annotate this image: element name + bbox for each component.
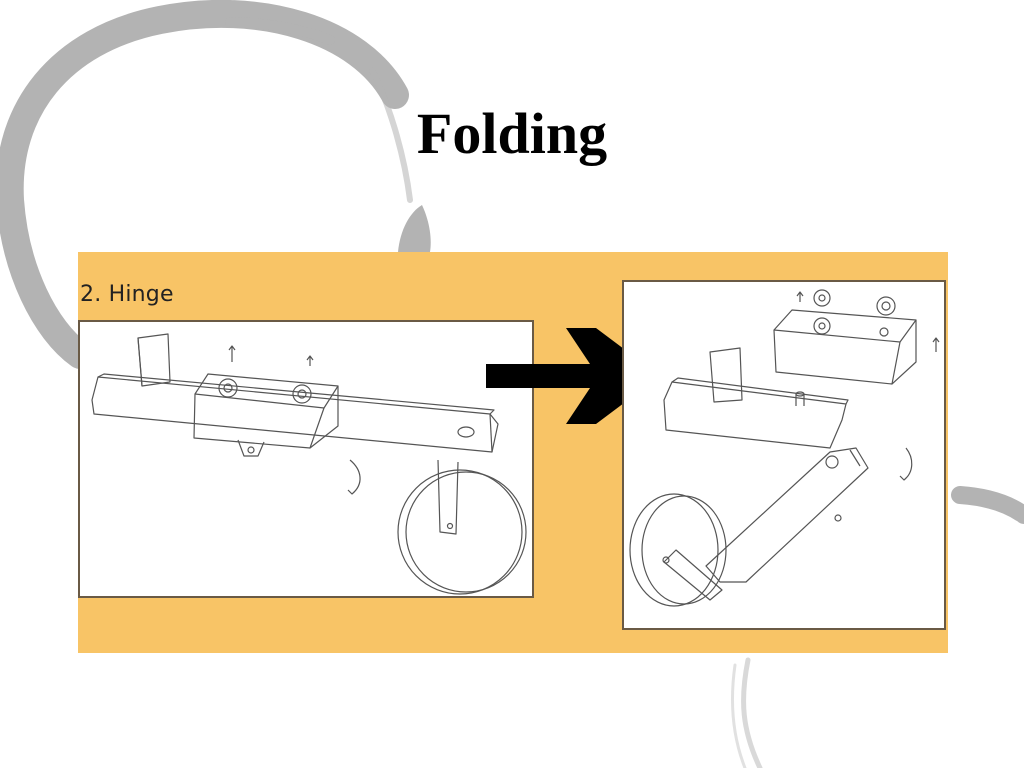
hinge-folded-sketch [622, 280, 946, 630]
figure-caption: 2. Hinge [80, 282, 174, 307]
hinge-assembled-sketch [78, 320, 534, 598]
hinge-folded-drawing-icon [629, 289, 940, 607]
right-arrow-icon [486, 328, 660, 424]
slide-title: Folding [416, 101, 608, 166]
hinge-assembled-drawing-icon [91, 333, 527, 595]
hinge-figure: 2. Hinge [78, 252, 948, 653]
